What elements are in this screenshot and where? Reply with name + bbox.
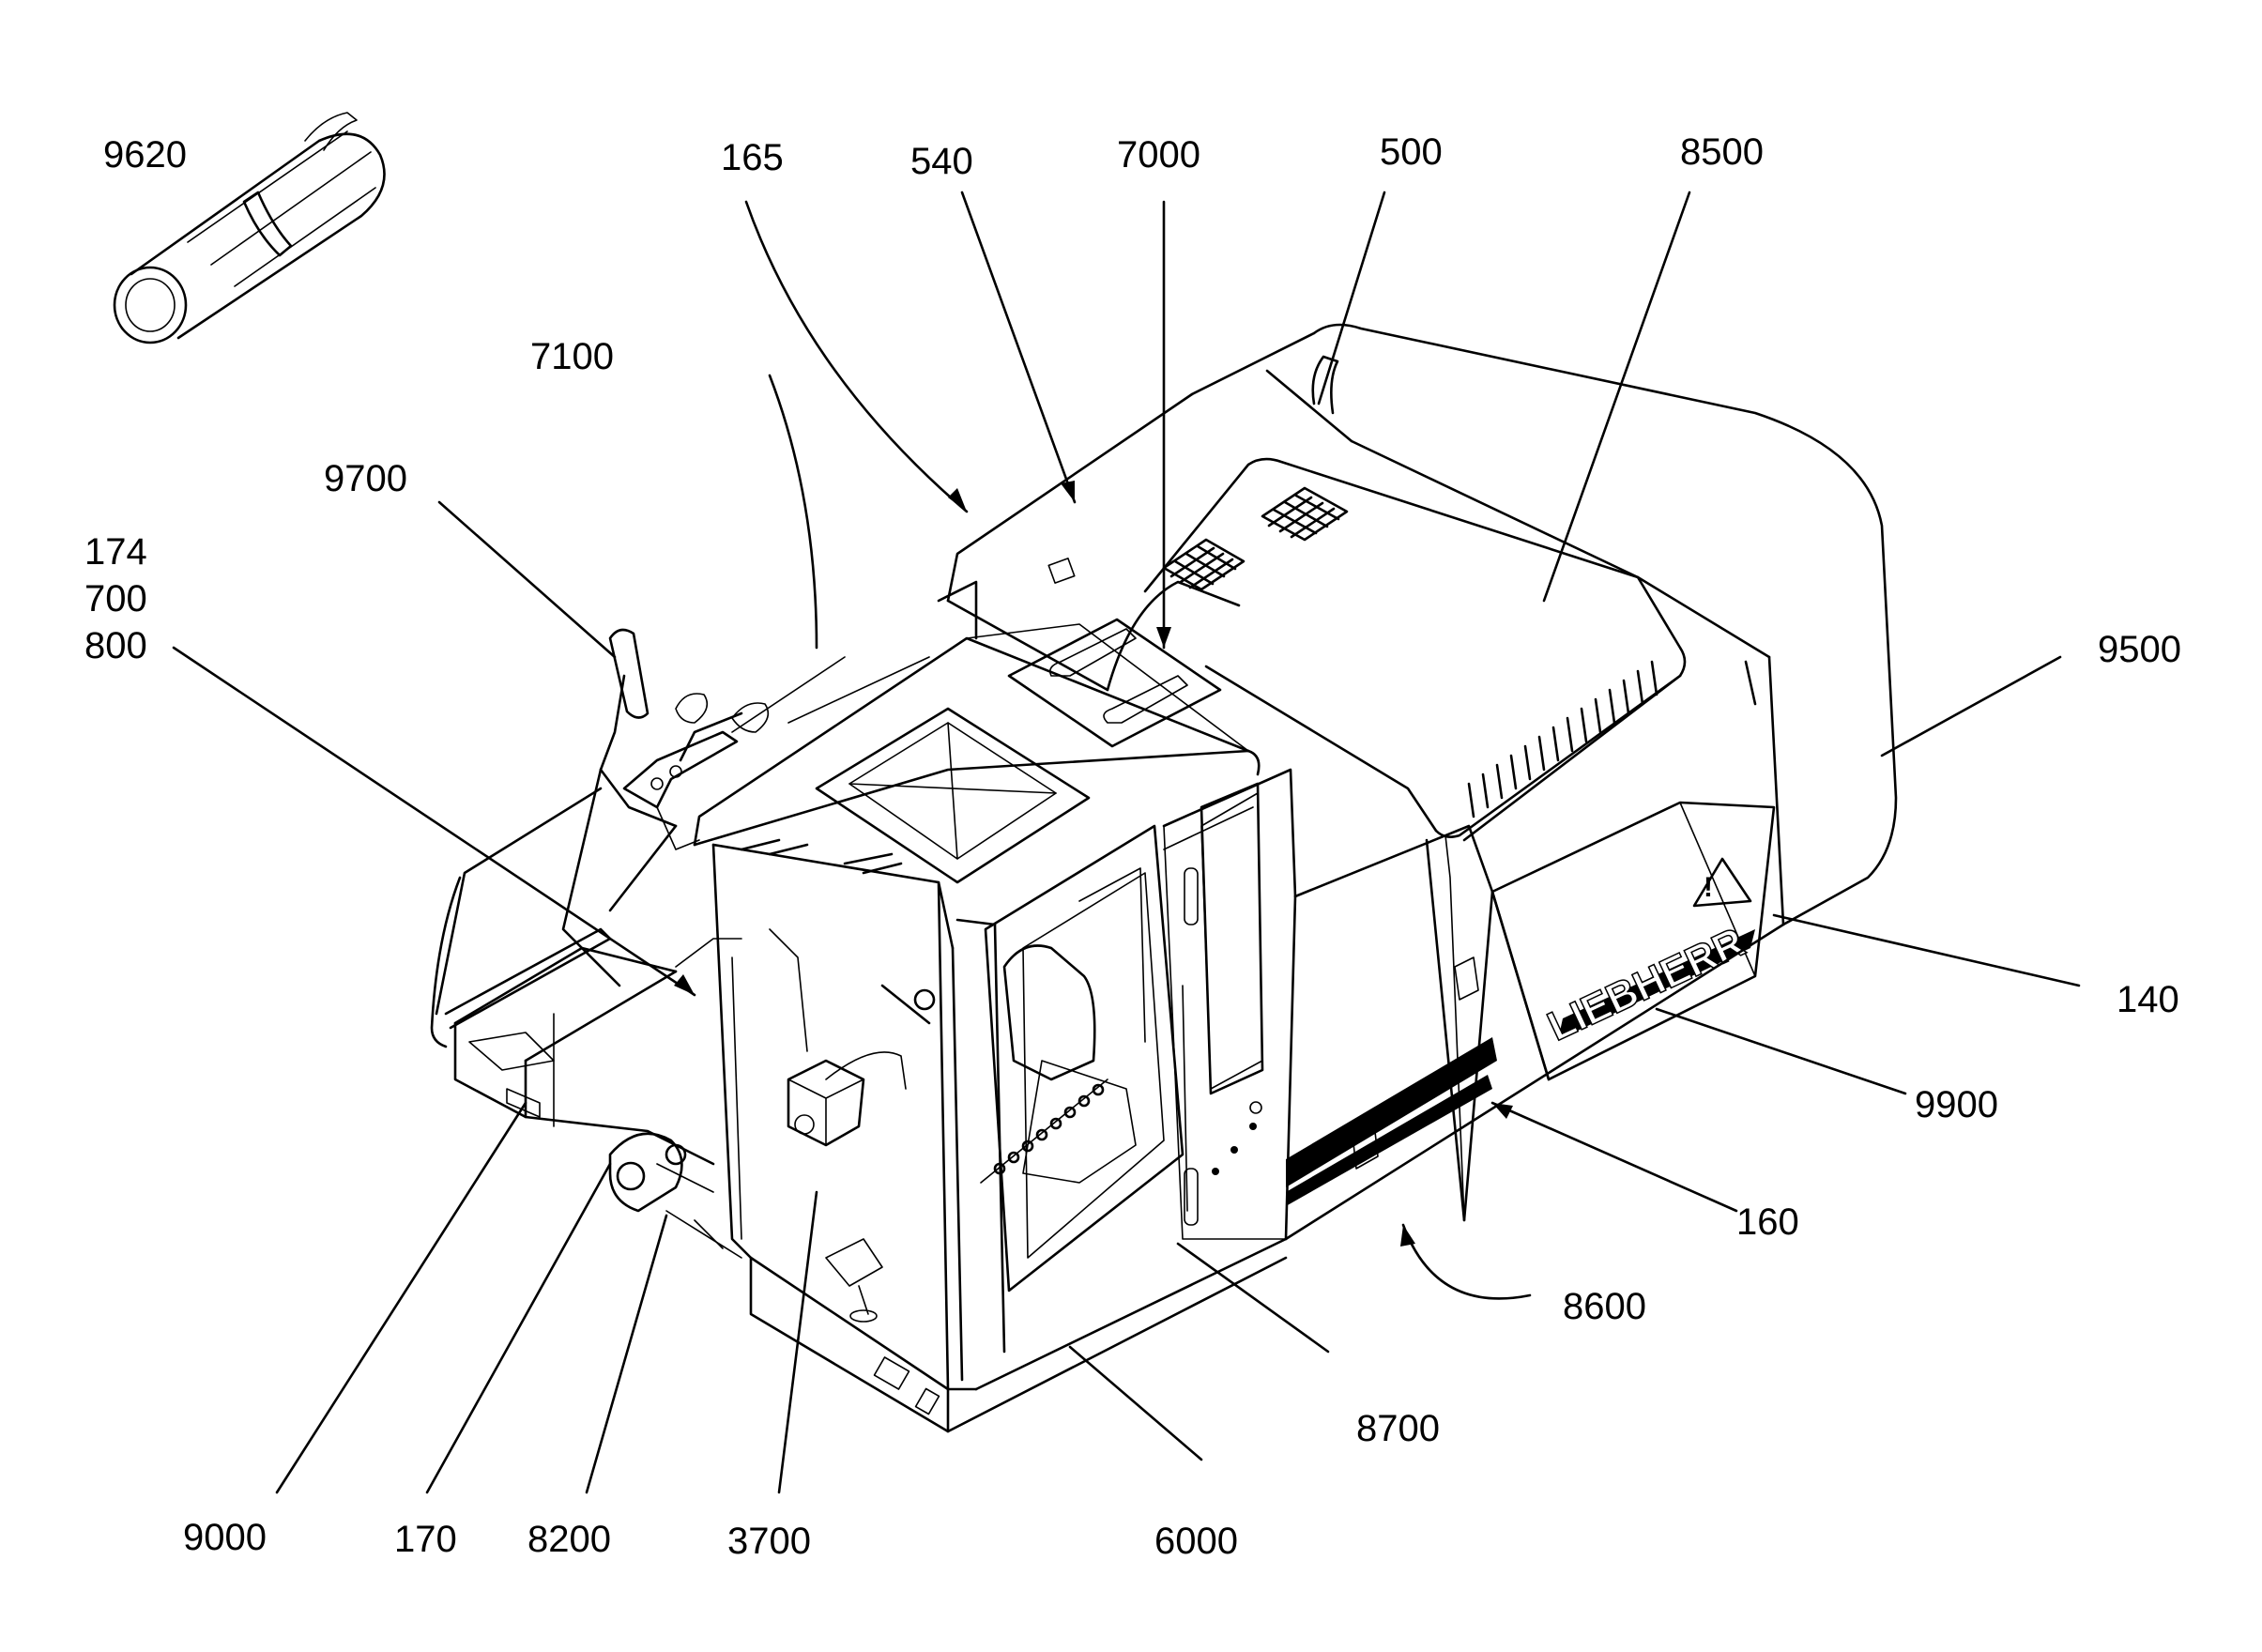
callout-540: 540 bbox=[910, 141, 973, 182]
callout-165: 165 bbox=[721, 137, 784, 178]
callout-9000: 9000 bbox=[183, 1517, 267, 1558]
handrail-and-left-deck bbox=[430, 558, 1076, 1259]
callout-500: 500 bbox=[1380, 131, 1443, 173]
callout-9500: 9500 bbox=[2098, 629, 2181, 670]
callout-7000: 7000 bbox=[1117, 134, 1200, 176]
excavator-body: ! LIEBHERR bbox=[749, 323, 1898, 1433]
callout-160: 160 bbox=[1736, 1201, 1799, 1243]
callout-9900: 9900 bbox=[1915, 1084, 1998, 1125]
callout-9700: 9700 bbox=[324, 458, 407, 499]
callout-700: 700 bbox=[84, 578, 147, 620]
svg-text:!: ! bbox=[1704, 872, 1713, 903]
operator-cab bbox=[693, 618, 1263, 1391]
fuel-tank-box: ! LIEBHERR bbox=[1490, 801, 1776, 1081]
callout-7100: 7100 bbox=[530, 336, 614, 377]
callout-9620: 9620 bbox=[103, 134, 187, 176]
callout-3700: 3700 bbox=[727, 1521, 811, 1562]
leader-lines bbox=[172, 191, 2081, 1494]
callout-8600: 8600 bbox=[1563, 1286, 1646, 1327]
side-vents bbox=[1467, 660, 1658, 818]
rolled-documents-illustration bbox=[113, 112, 386, 344]
callout-174: 174 bbox=[84, 531, 147, 573]
callout-8500: 8500 bbox=[1680, 131, 1764, 173]
callout-6000: 6000 bbox=[1154, 1521, 1238, 1562]
hood-grille bbox=[1162, 486, 1349, 591]
callout-8700: 8700 bbox=[1356, 1408, 1440, 1449]
callout-800: 800 bbox=[84, 625, 147, 666]
callout-170: 170 bbox=[394, 1519, 457, 1560]
callout-8200: 8200 bbox=[527, 1519, 611, 1560]
callout-140: 140 bbox=[2117, 979, 2179, 1020]
